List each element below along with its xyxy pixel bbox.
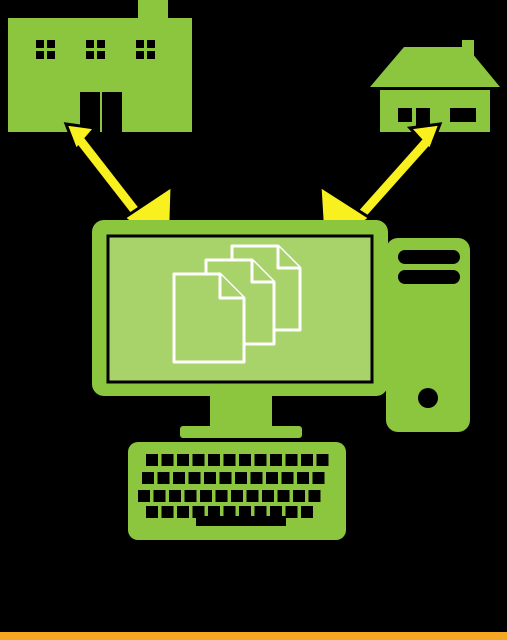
keyboard-key xyxy=(293,490,305,502)
house-icon xyxy=(370,40,500,132)
keyboard-key xyxy=(177,454,189,466)
keyboard-key xyxy=(239,506,251,518)
keyboard-key xyxy=(208,506,220,518)
keyboard-key xyxy=(204,472,216,484)
keyboard-key xyxy=(266,472,278,484)
keyboard-key xyxy=(192,506,205,518)
keyboard-key xyxy=(254,506,267,518)
keyboard-key xyxy=(146,454,158,466)
keyboard-key xyxy=(262,490,274,502)
keyboard-key xyxy=(157,472,170,484)
keyboard-key xyxy=(239,454,251,466)
keyboard-key xyxy=(277,490,290,502)
office-to-computer-arrow xyxy=(63,122,174,255)
bottom-bar xyxy=(0,632,507,640)
keyboard-key xyxy=(285,454,298,466)
keyboard-key xyxy=(219,472,232,484)
keyboard-key xyxy=(231,490,243,502)
keyboard-key xyxy=(223,506,236,518)
documents-stack-icon xyxy=(172,244,302,364)
keyboard-key xyxy=(138,490,150,502)
keyboard-key xyxy=(308,490,321,502)
keyboard-key xyxy=(169,490,181,502)
keyboard-key xyxy=(270,454,282,466)
keyboard-key xyxy=(192,454,205,466)
keyboard-key xyxy=(153,490,166,502)
keyboard-key xyxy=(235,472,247,484)
keyboard-key xyxy=(312,472,325,484)
keyboard-key xyxy=(254,454,267,466)
keyboard-key xyxy=(142,472,154,484)
keyboard-key xyxy=(250,472,263,484)
keyboard-key xyxy=(316,454,329,466)
keyboard-key xyxy=(281,472,294,484)
keyboard-key xyxy=(270,506,282,518)
keyboard-key xyxy=(301,506,313,518)
office-building-icon xyxy=(8,0,192,132)
keyboard-key xyxy=(161,506,174,518)
keyboard-key xyxy=(208,454,220,466)
keyboard-key xyxy=(161,454,174,466)
keyboard-key xyxy=(223,454,236,466)
keyboard-key xyxy=(173,472,185,484)
keyboard-key xyxy=(188,472,201,484)
keyboard-key xyxy=(301,454,313,466)
keyboard-key xyxy=(200,490,212,502)
keyboard-key xyxy=(246,490,259,502)
keyboard-key xyxy=(177,506,189,518)
keyboard-key xyxy=(297,472,309,484)
keyboard-key xyxy=(215,490,228,502)
keyboard-key xyxy=(146,506,158,518)
keyboard-key xyxy=(184,490,197,502)
keyboard-key xyxy=(285,506,298,518)
